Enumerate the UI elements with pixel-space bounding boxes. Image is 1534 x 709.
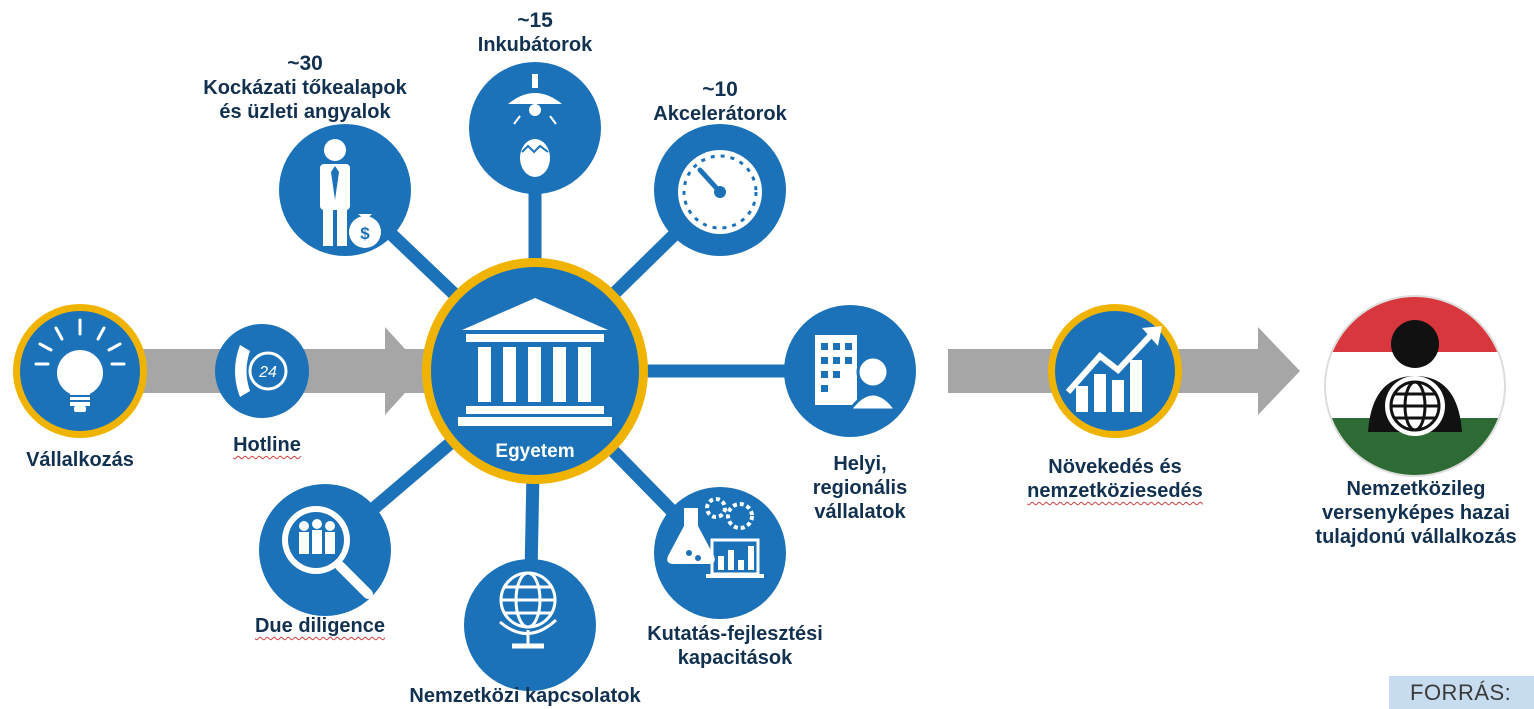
source-label: FORRÁS: (1410, 680, 1512, 705)
novekedes-line1: Növekedés és (1048, 456, 1182, 478)
flow-arrow-middle (948, 349, 1058, 393)
phone-24-icon: 24 (235, 345, 288, 397)
kockazati-line2: és üzleti angyalok (219, 101, 391, 123)
source-box: FORRÁS: (1389, 676, 1534, 709)
speedometer-icon (678, 150, 762, 234)
nemzetkozi-kapcsolatok-text: Nemzetközi kapcsolatok (409, 685, 641, 707)
kockazati-node: $ (279, 124, 411, 256)
kutatas-label: Kutatás-fejlesztési kapacitások (620, 622, 850, 670)
due-diligence-node (259, 484, 391, 616)
lab-gears-chart-icon (667, 497, 764, 578)
egyetem-hub (422, 258, 648, 484)
akceleratorok-count: ~10 (702, 78, 738, 101)
helyi-line2: regionális (812, 477, 908, 499)
nemzetkozileg-line2: versenyképes hazai (1322, 502, 1510, 524)
helyi-node (784, 305, 916, 437)
hotline-label: Hotline (222, 433, 312, 457)
globe-person-icon (1368, 320, 1462, 436)
hotline-text: Hotline (233, 434, 301, 456)
nemzetkozileg-node (1324, 295, 1506, 477)
akceleratorok-node (654, 124, 786, 256)
due-diligence-text: Due diligence (254, 615, 386, 637)
due-diligence-label: Due diligence (220, 614, 420, 638)
kockazati-line1: Kockázati tőkealapok (203, 77, 407, 99)
kutatas-node (654, 487, 786, 619)
vallalkozas-node (13, 304, 147, 438)
inkubatorok-node (469, 62, 601, 194)
vallalkozas-text: Vállalkozás (26, 449, 134, 471)
magnifier-people-icon (282, 506, 373, 599)
kutatas-line2: kapacitások (677, 647, 793, 669)
helyi-label: Helyi, regionális vállalatok (780, 452, 940, 524)
inkubatorok-count: ~15 (517, 9, 553, 32)
novekedes-line2: nemzetköziesedés (1027, 480, 1203, 502)
lamp-egg-icon (508, 74, 562, 177)
kutatas-line1: Kutatás-fejlesztési (647, 623, 823, 645)
kockazati-count: ~30 (287, 52, 323, 75)
akceleratorok-label: ~10 Akcelerátorok (620, 78, 820, 126)
nemzetkozileg-line3: tulajdonú vállalkozás (1315, 526, 1517, 548)
egyetem-text: Egyetem (495, 441, 575, 462)
office-person-icon (815, 335, 899, 412)
inkubatorok-label: ~15 Inkubátorok (440, 9, 630, 57)
nemzetkozileg-label: Nemzetközileg versenyképes hazai tulajdo… (1300, 477, 1532, 549)
egyetem-label: Egyetem (470, 440, 600, 464)
lightbulb-icon (34, 318, 126, 366)
growth-chart-icon (1065, 326, 1162, 412)
nemzetkozi-kapcsolatok-node (464, 559, 596, 691)
vallalkozas-label: Vállalkozás (10, 448, 150, 472)
helyi-line1: Helyi, (833, 453, 887, 475)
globe-icon (499, 571, 558, 649)
helyi-line3: vállalatok (814, 501, 906, 523)
university-building-icon (458, 298, 612, 426)
svg-text:24: 24 (258, 364, 277, 381)
businessman-money-bag-icon: $ (320, 139, 381, 248)
novekedes-label: Növekedés és nemzetköziesedés (1000, 455, 1230, 503)
novekedes-node (1048, 304, 1182, 438)
nemzetkozileg-line1: Nemzetközileg (1346, 478, 1486, 500)
svg-text:$: $ (360, 224, 370, 243)
inkubatorok-text: Inkubátorok (477, 34, 593, 56)
hotline-node: 24 (215, 324, 309, 418)
akceleratorok-text: Akcelerátorok (653, 103, 787, 125)
flow-arrow-right (1170, 327, 1300, 415)
kockazati-label: ~30 Kockázati tőkealapok és üzleti angya… (170, 52, 440, 124)
nemzetkozi-kapcsolatok-label: Nemzetközi kapcsolatok (375, 684, 675, 708)
